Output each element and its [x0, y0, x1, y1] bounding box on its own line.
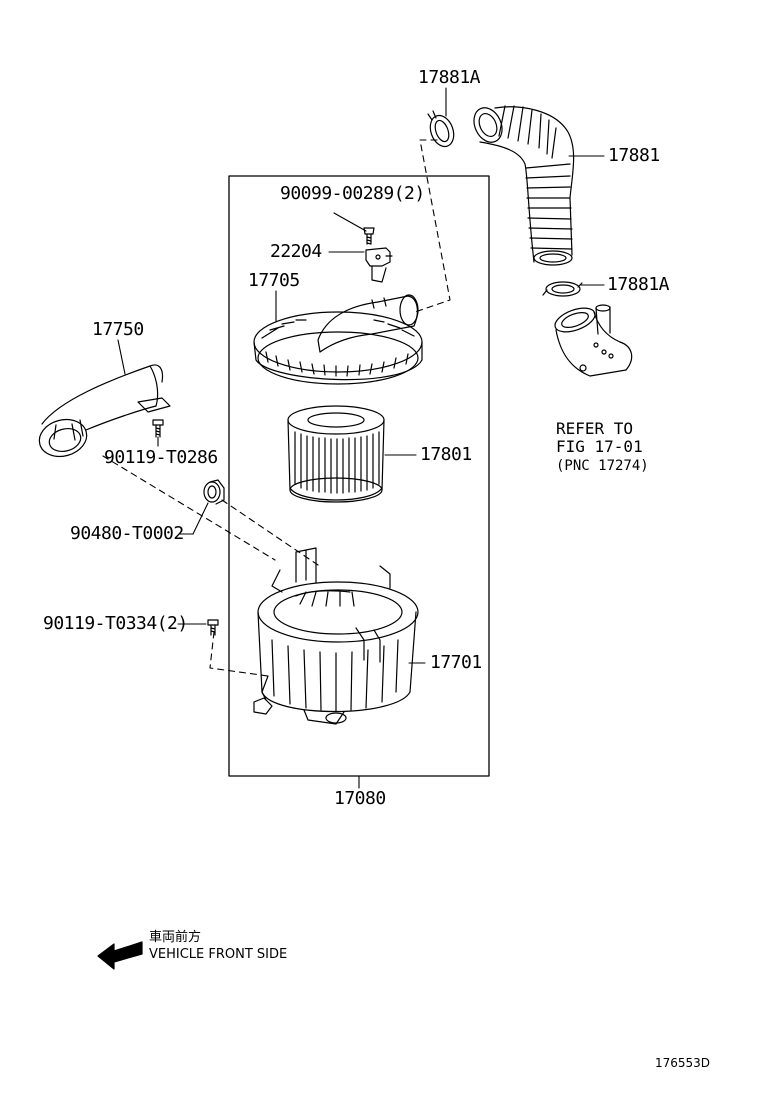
- clamp-upper: [427, 110, 455, 148]
- label-90480-t0002: 90480-T0002: [70, 523, 184, 544]
- bolt-t0286: [152, 419, 164, 438]
- label-90119-t0334: 90119-T0334(2): [43, 613, 188, 634]
- refer-line-2: FIG 17-01: [556, 437, 643, 456]
- label-17701: 17701: [430, 652, 482, 673]
- refer-line-3: (PNC 17274): [556, 458, 649, 474]
- refer-line-1: REFER TO: [556, 419, 634, 438]
- duct-17750: [38, 364, 171, 458]
- label-17881: 17881: [608, 145, 660, 166]
- cap-17705: [253, 294, 423, 385]
- bolt-t0334: [207, 619, 219, 636]
- hose-17881: [473, 105, 575, 266]
- front-arrow: [97, 941, 143, 970]
- assembly-box: [228, 175, 490, 777]
- grommet-90480: [203, 479, 225, 505]
- label-17881a-top: 17881A: [418, 67, 481, 88]
- label-17881a-mid: 17881A: [607, 274, 670, 295]
- clamp-mid: [542, 281, 583, 297]
- label-17801: 17801: [420, 444, 472, 465]
- label-90099-00289: 90099-00289(2): [280, 183, 425, 204]
- front-label-japanese: 車両前方: [149, 930, 202, 945]
- label-22204: 22204: [270, 241, 322, 262]
- front-label-english: VEHICLE FRONT SIDE: [149, 947, 288, 962]
- label-17080: 17080: [334, 788, 386, 809]
- case-17701: [253, 547, 419, 725]
- filter-17801: [287, 405, 385, 503]
- diagram-code: 176553D: [655, 1056, 711, 1070]
- label-17705: 17705: [248, 270, 300, 291]
- screw-90099: [363, 227, 375, 245]
- label-17750: 17750: [92, 319, 144, 340]
- sensor-22204: [365, 247, 393, 283]
- label-90119-t0286: 90119-T0286: [104, 447, 218, 468]
- dashed-lines: [102, 139, 451, 677]
- elbow-hose: [554, 304, 633, 377]
